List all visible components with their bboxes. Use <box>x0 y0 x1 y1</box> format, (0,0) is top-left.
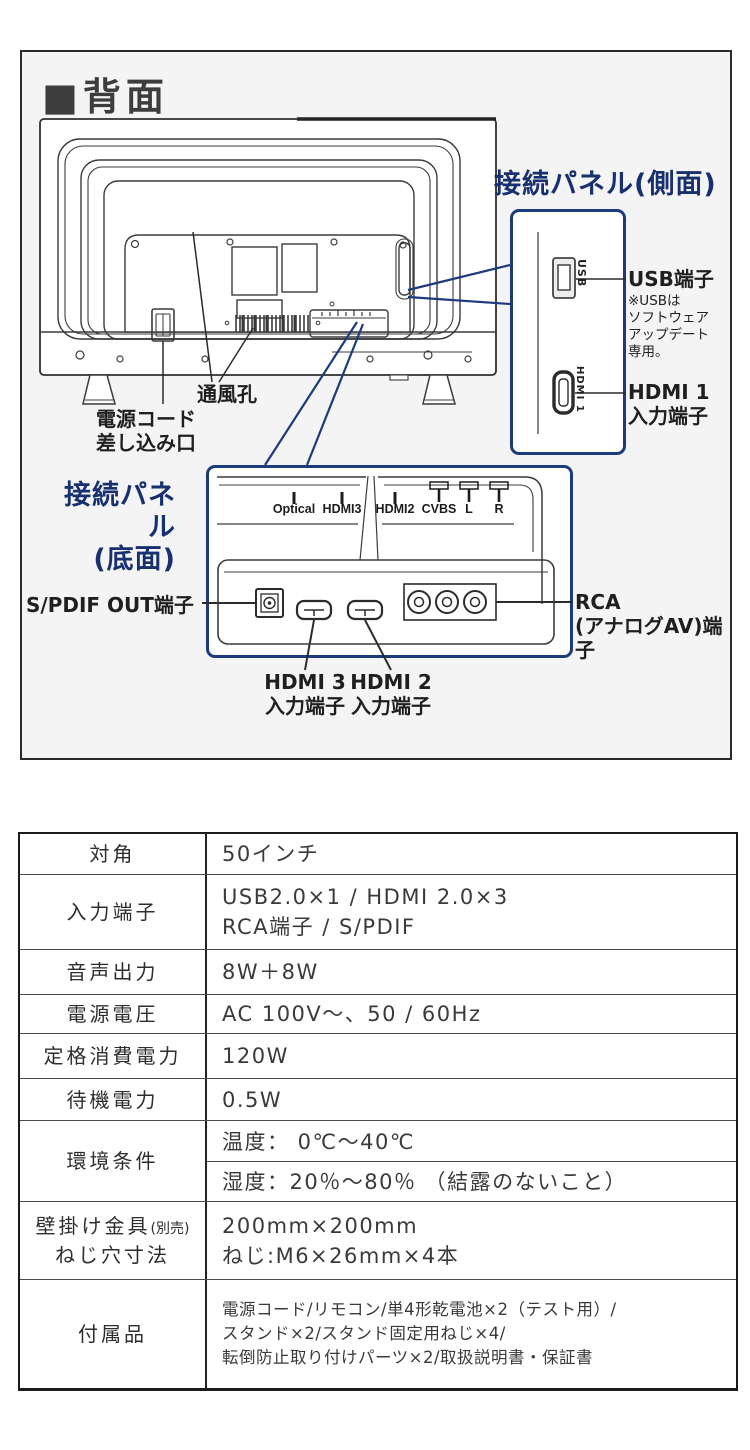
hdmi3-port-icon <box>295 599 333 621</box>
port-label-cvbs: CVBS <box>421 502 457 516</box>
spdif-port-icon <box>255 588 284 618</box>
table-row-environment: 環境条件 温度： 0℃～40℃ 湿度：20％～80％ （結露のないこと） <box>20 1120 736 1201</box>
rear-diagram-line-art <box>39 117 626 671</box>
spdif-callout-label: S/PDIF OUT端子 <box>26 593 194 617</box>
row-value: USB2.0×1 / HDMI 2.0×3 RCA端子 / S/PDIF <box>222 885 509 939</box>
table-row: 定格消費電力 120W <box>20 1033 736 1078</box>
usb-port-icon <box>552 257 576 299</box>
table-row: 待機電力 0.5W <box>20 1078 736 1120</box>
bottom-panel-interior <box>217 475 555 645</box>
port-label-hdmi2: HDMI2 <box>375 502 415 516</box>
row-label: 付属品 <box>20 1280 207 1388</box>
hdmi1-callout-label: HDMI 1 入力端子 <box>628 380 710 428</box>
tv-feet <box>82 374 456 405</box>
spec-table: 対角 50インチ 入力端子 USB2.0×1 / HDMI 2.0×3 RCA端… <box>18 832 738 1391</box>
rca-callout-label: RCA (アナログAV)端子 <box>575 590 723 662</box>
black-callout-lines <box>162 231 626 671</box>
side-panel-interior <box>537 232 576 434</box>
row-value: 200mm×200mm ねじ:M6×26mm×4本 <box>222 1213 460 1268</box>
row-value: 0.5W <box>222 1087 283 1112</box>
row-value: 120W <box>222 1044 289 1068</box>
bottom-connection-panel-box <box>206 465 573 658</box>
table-row: 電源電圧 AC 100V～、50 / 60Hz <box>20 994 736 1033</box>
tv-back-illustration <box>39 117 497 405</box>
row-label: 電源電圧 <box>20 995 207 1033</box>
hdmi1-port-text: HDMI 1 <box>574 366 585 413</box>
hdmi2-callout-label: HDMI 2 入力端子 <box>350 670 432 718</box>
row-value: 8W＋8W <box>222 960 319 984</box>
row-value: AC 100V～、50 / 60Hz <box>222 1002 482 1026</box>
row-label: 入力端子 <box>20 875 207 949</box>
rca-jack-marks <box>429 481 509 502</box>
environment-humidity: 湿度：20％～80％ （結露のないこと） <box>222 1170 628 1195</box>
hdmi2-port-icon <box>346 599 384 621</box>
section-title-rear: ■背面 <box>42 75 169 119</box>
zoom-wedge-lines <box>264 263 511 466</box>
usb-port-text: USB <box>575 259 588 288</box>
row-label: 環境条件 <box>20 1121 207 1201</box>
barcode <box>224 315 321 332</box>
table-row-wall-mount: 壁掛け金具(別売) ねじ穴寸法 200mm×200mm ねじ:M6×26mm×4… <box>20 1201 736 1279</box>
side-panel-title: 接続パネル(側面) <box>494 169 717 200</box>
rear-view-diagram-card: ■背面 接続パネル(側面) USB HDMI 1 USB端子 ※USBは ソフト… <box>20 50 732 760</box>
table-row: 音声出力 8W＋8W <box>20 949 736 994</box>
table-row-accessories: 付属品 電源コード/リモコン/単4形乾電池×2（テスト用）/ スタンド×2/スタ… <box>20 1279 736 1388</box>
port-label-l: L <box>465 502 473 516</box>
usb-note: ※USBは ソフトウェア アップデート 専用。 <box>628 293 709 360</box>
row-label: 待機電力 <box>20 1079 207 1120</box>
table-row: 入力端子 USB2.0×1 / HDMI 2.0×3 RCA端子 / S/PDI… <box>20 874 736 949</box>
port-label-optical: Optical <box>272 502 316 516</box>
row-label: 音声出力 <box>20 950 207 994</box>
row-value: 50インチ <box>222 842 320 866</box>
row-value: 電源コード/リモコン/単4形乾電池×2（テスト用）/ スタンド×2/スタンド固定… <box>222 1300 617 1367</box>
table-row: 対角 50インチ <box>20 834 736 874</box>
port-label-hdmi3: HDMI3 <box>322 502 362 516</box>
bottom-panel-title: 接続パネル (底面) <box>64 480 176 575</box>
port-label-r: R <box>494 502 504 516</box>
row-label: 壁掛け金具(別売) ねじ穴寸法 <box>20 1202 207 1279</box>
vent-callout-label: 通風孔 <box>197 382 257 406</box>
side-slot <box>395 238 414 300</box>
environment-temperature: 温度： 0℃～40℃ <box>207 1121 736 1162</box>
usb-callout-label: USB端子 <box>628 267 714 291</box>
environment-sub-rows: 温度： 0℃～40℃ 湿度：20％～80％ （結露のないこと） <box>207 1121 736 1201</box>
hdmi3-callout-label: HDMI 3 入力端子 <box>264 670 346 718</box>
row-label: 定格消費電力 <box>20 1034 207 1078</box>
rca-ports-icon <box>403 583 497 621</box>
bottom-connector-block <box>309 301 389 338</box>
hdmi1-port-icon <box>552 370 575 415</box>
row-label: 対角 <box>20 834 207 874</box>
power-cord-callout-label: 電源コード 差し込み口 <box>96 407 196 455</box>
